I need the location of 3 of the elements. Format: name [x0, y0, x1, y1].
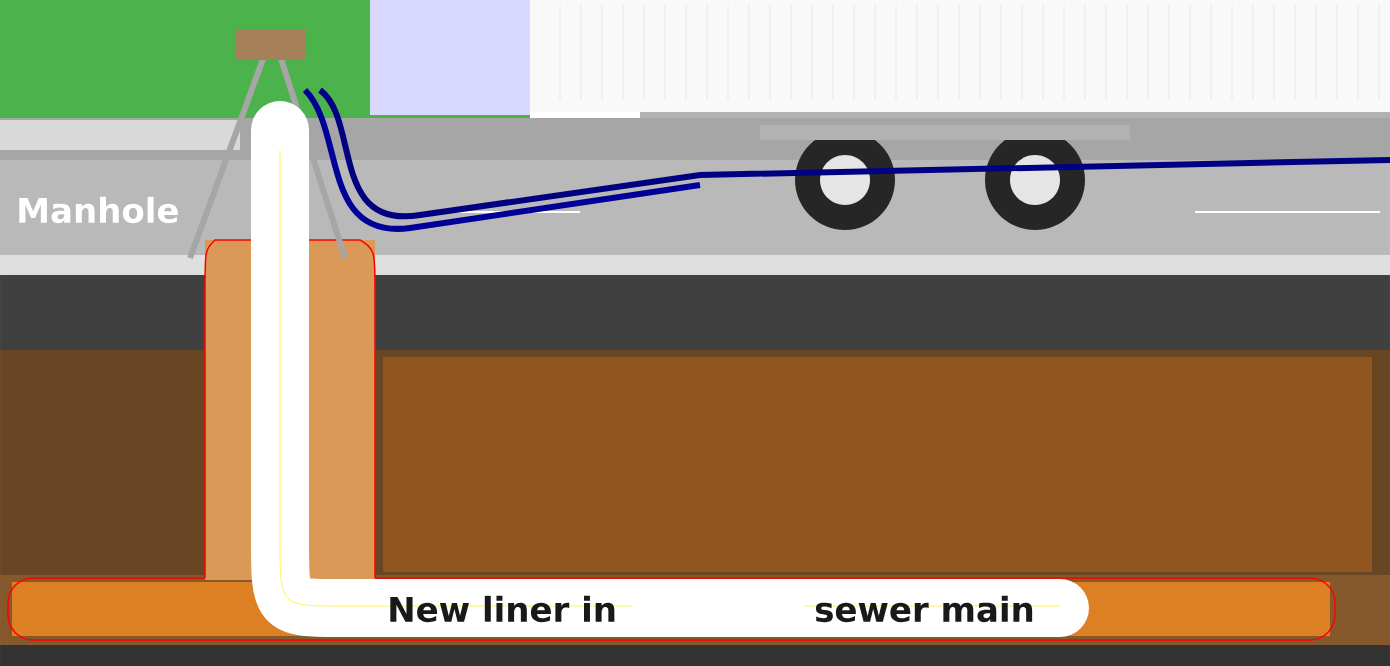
part-label: Manhole — [19, 196, 178, 224]
part-label: New liner in — [390, 595, 615, 623]
part-label: sewer main — [815, 595, 1033, 623]
